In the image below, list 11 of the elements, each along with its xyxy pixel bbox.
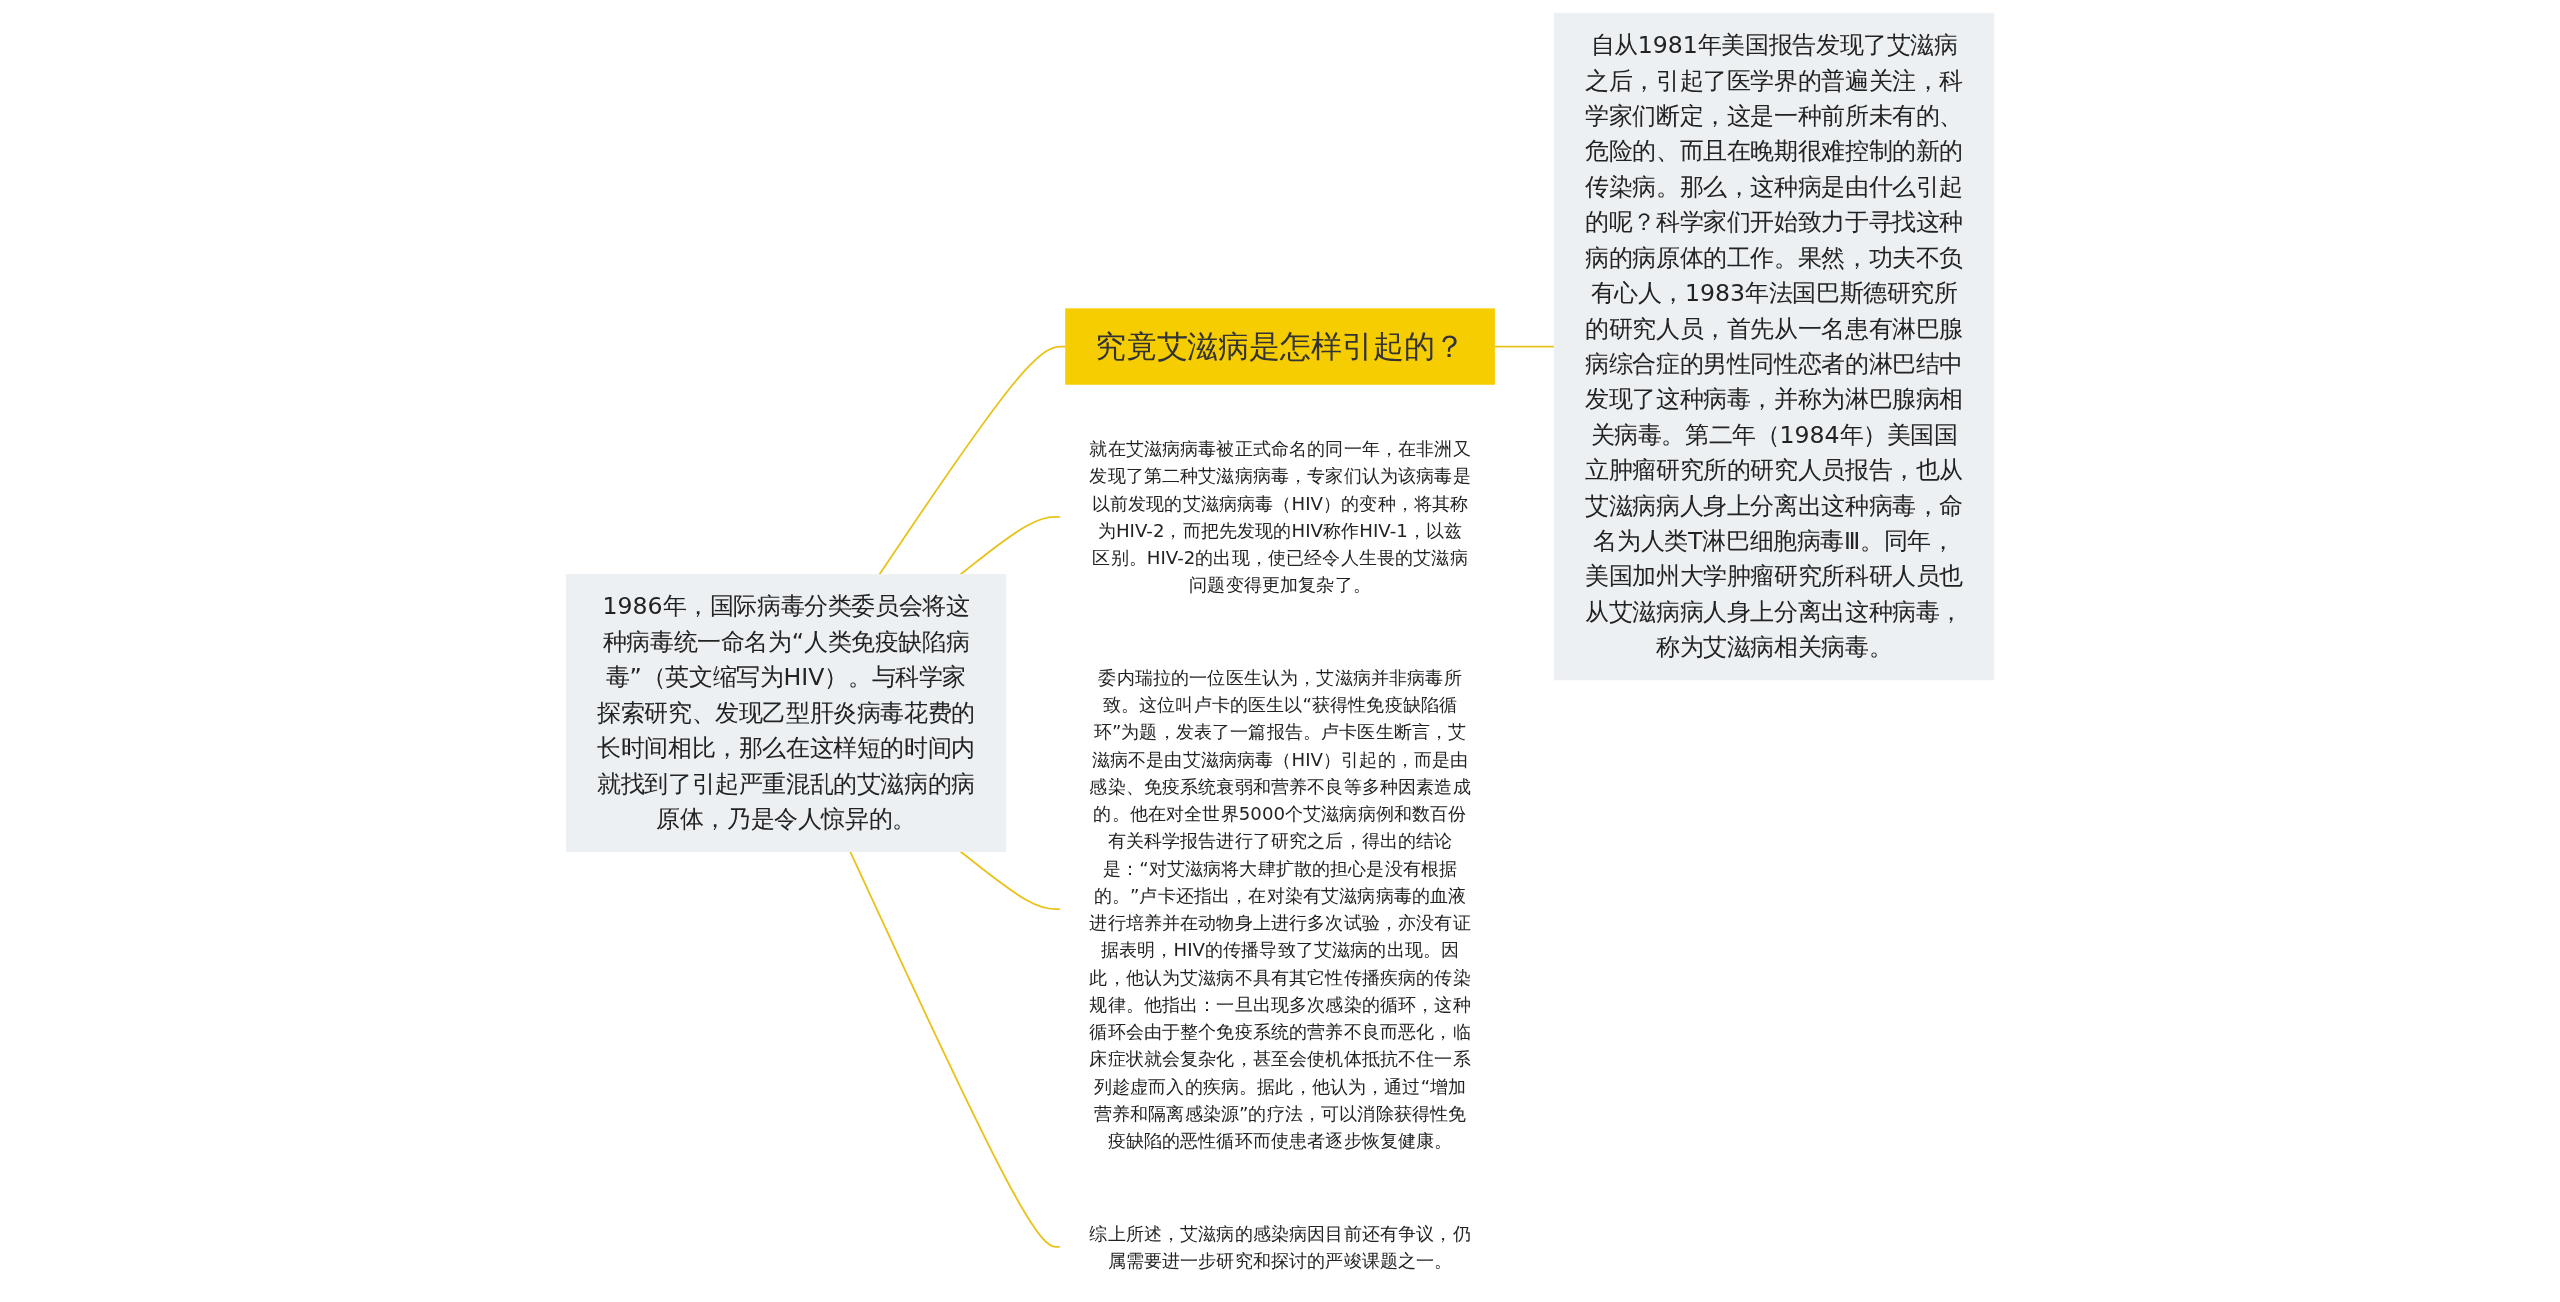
connector: [959, 850, 1062, 911]
connector: [849, 850, 1062, 1248]
connector: [878, 345, 1067, 576]
connector: [959, 515, 1062, 576]
node-text: 综上所述，艾滋病的感染病因目前还有争议，仍属需要进一步研究和探讨的严竣课题之一。: [1089, 1222, 1471, 1272]
node-box: 自从1981年美国报告发现了艾滋病之后，引起了医学界的普遍关注，科学家们断定，这是一种前所未有的、危险的、而且在晚期很难控制的新的传染病。那么，这种病是由什么引起的呢？科学家们开始致力于寻找这种病的病原体的工作。果然，功夫不负有心人，1983年法国巴斯德研究所的研究人员，首先从一名患有淋巴腺病综合症的男性同性恋者的淋巴结中发现了这种病毒，并称为淋巴腺病相关病毒。第二年（1984年）美国国立肿瘤研究所的研究人员报告，也从艾滋病病人身上分离出这种病毒，命名为人类T淋巴细胞病毒Ⅲ。同年，美国加州大学肿瘤研究所科研人员也从艾滋病病人身上分离出这种病毒，称为艾滋病相关病毒。: [1553, 12, 1995, 681]
node-text: 就在艾滋病病毒被正式命名的同一年，在非洲又发现了第二种艾滋病病毒，专家们认为该病毒是以前发现的艾滋病病毒（HIV）的变种，将其称为HIV-2，而把先发现的HIV称作HIV-1，以兹区别。HIV-2的出现，使已经令人生畏的艾滋病问题变得更加复杂了。: [1089, 437, 1471, 596]
node-text: 委内瑞拉的一位医生认为，艾滋病并非病毒所致。这位叫卢卡的医生以“获得性免疫缺陷循环”为题，发表了一篇报告。卢卡医生断言，艾滋病不是由艾滋病病毒（HIV）引起的，而是由感染、免疫系统衰弱和营养不良等多种因素造成的。他在对全世界5000个艾滋病病例和数百份有关科学报告进行了研究之后，得出的结论是：“对艾滋病将大肆扩散的担心是没有根据的。”卢卡还指出，在对染有艾滋病病毒的血液进行培养并在动物身上进行多次试验，亦没有证据表明，HIV的传播导致了艾滋病的出现。因此，他认为艾滋病不具有其它性传播疾病的传染规律。他指出：一旦出现多次感染的循环，这种循环会由于整个免疫系统的营养不良而恶化，临床症状就会复杂化，甚至会使机体抵抗不住一系列趁虚而入的疾病。据此，他认为，通过“增加营养和隔离感染源”的疗法，可以消除获得性免疫缺陷的恶性循环而使患者逐步恢复健康。: [1089, 666, 1471, 1152]
node-box: 究竟艾滋病是怎样引起的？: [1065, 308, 1495, 385]
connector: [1493, 345, 1556, 348]
node-box: 1986年，国际病毒分类委员会将这种病毒统一命名为“人类免疫缺陷病毒”（英文缩写为HIV）。与科学家探索研究、发现乙型肝炎病毒花费的长时间相比，那么在这样短的时间内就找到了引起严重混乱的艾滋病的病原体，乃是令人惊异的。: [565, 574, 1007, 852]
